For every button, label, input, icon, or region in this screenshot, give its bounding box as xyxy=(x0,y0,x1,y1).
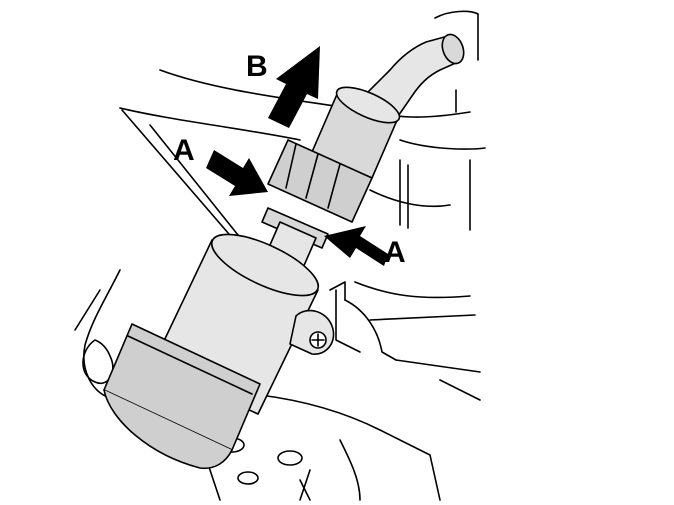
arrow-a-left-icon xyxy=(206,150,268,196)
tool-body xyxy=(103,233,335,470)
label-a-right: A xyxy=(384,236,406,269)
engine-background xyxy=(74,10,486,501)
arrow-a-right-icon xyxy=(324,226,388,266)
arrow-b-icon xyxy=(268,46,320,128)
label-b: B xyxy=(246,50,268,83)
pipe-nut xyxy=(267,86,401,223)
label-a-left: A xyxy=(173,134,195,167)
